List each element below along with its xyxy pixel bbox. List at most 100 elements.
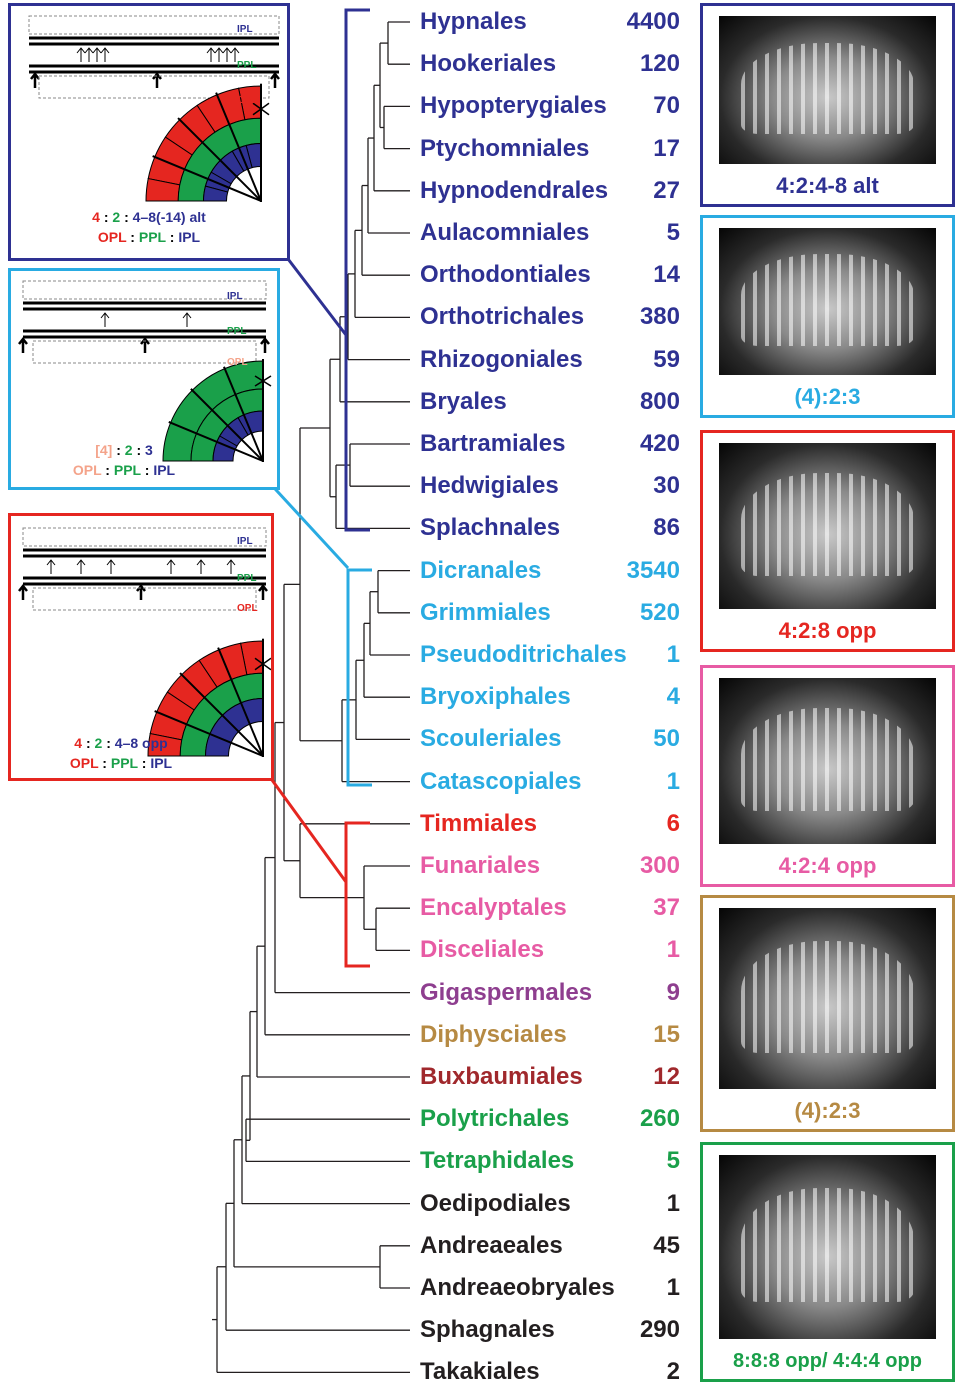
taxon-row: Pseudoditrichales1 [420, 637, 680, 673]
taxon-name: Ptychomniales [420, 131, 589, 167]
photo-caption: 4:2:4-8 alt [703, 172, 952, 200]
species-count: 5 [667, 215, 680, 251]
species-count: 30 [653, 468, 680, 504]
species-count: 3540 [627, 553, 680, 589]
taxon-name: Splachnales [420, 510, 560, 546]
red-clade-bracket [346, 823, 370, 966]
species-count: 4400 [627, 4, 680, 40]
taxon-row: Hypnales4400 [420, 4, 680, 40]
species-count: 4 [667, 679, 680, 715]
species-count: 12 [653, 1059, 680, 1095]
taxon-row: Diphysciales 15 [420, 1017, 680, 1053]
taxon-name: Rhizogoniales [420, 342, 583, 378]
photo-panel-green: 8:8:8 opp/ 4:4:4 opp [700, 1142, 955, 1382]
taxon-row: Bryales800 [420, 384, 680, 420]
taxon-name: Grimmiales [420, 595, 551, 631]
species-count: 1 [667, 764, 680, 800]
taxon-row: Grimmiales 520 [420, 595, 680, 631]
photo-caption: 4:2:4 opp [703, 852, 952, 880]
photo-panel-cyan: (4):2:3 [700, 215, 955, 418]
arrow-icon [215, 48, 223, 62]
arrow-icon [31, 74, 39, 88]
species-count: 70 [653, 88, 680, 124]
cyan-clade-bracket [348, 570, 372, 785]
taxon-name: Encalyptales [420, 890, 567, 926]
taxon-row: Bryoxiphales4 [420, 679, 680, 715]
arrow-icon [19, 586, 27, 600]
taxon-row: Dicranales3540 [420, 553, 680, 589]
taxon-name: Hypopterygiales [420, 88, 607, 124]
taxon-row: Scouleriales 50 [420, 721, 680, 757]
opl-layer-label: OPL [227, 357, 248, 368]
taxon-row: Catascopiales 1 [420, 764, 680, 800]
taxon-name: Diphysciales [420, 1017, 567, 1053]
inset-diagram-red: IPL PPL OPL 4 : 2 : 4–8 opp OPL : PPL : … [8, 513, 274, 781]
species-count: 6 [667, 806, 680, 842]
taxon-name: Sphagnales [420, 1312, 555, 1348]
photo-panel-tan: (4):2:3 [700, 895, 955, 1132]
opl-layer-label: OPL [237, 95, 258, 106]
species-count: 290 [640, 1312, 680, 1348]
ratio-formula: 4 : 2 : 4–8(-14) alt [11, 208, 287, 226]
arrow-icon [207, 48, 215, 62]
arrow-icon [197, 560, 205, 574]
taxon-name: Hookeriales [420, 46, 556, 82]
photo-caption: (4):2:3 [703, 1097, 952, 1125]
taxon-name: Scouleriales [420, 721, 561, 757]
arrow-icon [227, 560, 235, 574]
taxon-row: Polytrichales 260 [420, 1101, 680, 1137]
species-count: 1 [667, 1186, 680, 1222]
species-count: 1 [667, 932, 680, 968]
peristome-photo [719, 678, 936, 844]
species-count: 420 [640, 426, 680, 462]
arrow-icon [19, 339, 27, 353]
photo-panel-pink: 4:2:4 opp [700, 665, 955, 887]
taxon-name: Bartramiales [420, 426, 565, 462]
taxon-name: Hypnodendrales [420, 173, 608, 209]
species-count: 260 [640, 1101, 680, 1137]
taxon-name: Polytrichales [420, 1101, 569, 1137]
arrow-icon [107, 560, 115, 574]
arrow-icon [77, 48, 85, 62]
ipl-layer-label: IPL [227, 291, 243, 302]
arrow-icon [47, 560, 55, 574]
species-count: 15 [653, 1017, 680, 1053]
species-count: 120 [640, 46, 680, 82]
taxon-name: Bryales [420, 384, 507, 420]
photo-caption: 4:2:8 opp [703, 617, 952, 645]
arrow-icon [85, 48, 93, 62]
arrow-icon [93, 48, 101, 62]
taxon-name: Funariales [420, 848, 540, 884]
taxon-row: Orthodontiales 14 [420, 257, 680, 293]
arrow-icon [183, 313, 191, 327]
ppl-layer-label: PPL [237, 60, 256, 71]
taxon-name: Orthodontiales [420, 257, 591, 293]
species-count: 520 [640, 595, 680, 631]
photo-panel-red: 4:2:8 opp [700, 430, 955, 652]
species-count: 300 [640, 848, 680, 884]
layer-legend: OPL : PPL : IPL [0, 754, 271, 772]
layer-cell [23, 528, 266, 546]
taxon-name: Tetraphidales [420, 1143, 574, 1179]
species-count: 14 [653, 257, 680, 293]
photo-caption: (4):2:3 [703, 383, 952, 411]
taxon-row: Ptychomniales17 [420, 131, 680, 167]
arrow-icon [101, 313, 109, 327]
arrow-icon [223, 48, 231, 62]
species-count: 50 [653, 721, 680, 757]
species-count: 1 [667, 1270, 680, 1306]
taxon-row: Hedwigiales30 [420, 468, 680, 504]
peristome-photo [719, 228, 936, 375]
peristome-photo [719, 908, 936, 1089]
taxon-name: Disceliales [420, 932, 544, 968]
taxon-name: Catascopiales [420, 764, 581, 800]
ratio-formula: [4] : 2 : 3 [0, 441, 277, 459]
layer-legend: OPL : PPL : IPL [0, 461, 277, 479]
peristome-photo [719, 1155, 936, 1339]
